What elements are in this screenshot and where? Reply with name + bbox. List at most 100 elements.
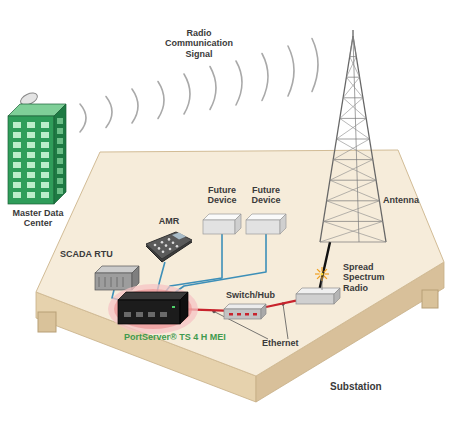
building-window	[27, 122, 35, 128]
cable-connector	[266, 301, 296, 307]
device-glow	[108, 284, 198, 334]
keypad-button	[168, 238, 171, 241]
substation-roof: SubstationAMRFuture DeviceFuture DeviceA…	[30, 140, 450, 430]
switch-port	[229, 313, 233, 316]
device-box-front	[203, 220, 235, 234]
radio-wave	[312, 39, 318, 92]
device-server-front	[118, 300, 180, 324]
keypad-button	[165, 244, 168, 247]
scada-rtu: SCADA RTU	[95, 266, 139, 290]
annotation-label: Radio Communication Signal	[163, 28, 235, 59]
tower-brace	[337, 139, 373, 160]
building-window	[27, 172, 35, 178]
keypad-button	[158, 247, 161, 250]
tower-brace	[327, 200, 380, 201]
rtu-vent	[99, 277, 100, 287]
tower-brace	[340, 118, 370, 139]
rtu-box-top	[95, 266, 139, 273]
tower-brace	[330, 160, 373, 181]
node-label: Future Device	[242, 185, 290, 206]
keypad-top	[146, 232, 192, 259]
keypad-button	[176, 245, 179, 248]
building-window	[57, 148, 63, 154]
rtu-vent	[105, 277, 106, 287]
node-label: Master Data Center	[2, 208, 74, 229]
device-port	[136, 312, 143, 317]
switch-port	[237, 313, 241, 316]
node-label: Spread Spectrum Radio	[343, 262, 391, 293]
device-port	[124, 312, 131, 317]
building-window	[13, 162, 21, 168]
keypad-button	[161, 241, 164, 244]
building-window	[57, 118, 63, 124]
tower-brace	[340, 118, 366, 119]
switch-hub: Switch/Hub	[224, 304, 266, 319]
radio-wave	[80, 104, 86, 132]
rtu-box-front	[95, 273, 132, 290]
tower-brace	[330, 180, 380, 201]
building-window	[27, 182, 35, 188]
building-window	[41, 162, 49, 168]
building-window	[41, 192, 49, 198]
tower-brace	[343, 77, 360, 98]
radio-wave	[132, 89, 138, 123]
signal-sparkle	[321, 267, 322, 272]
building-window	[41, 182, 49, 188]
radio-box-front	[296, 294, 334, 304]
spread-spectrum-radio-shape	[296, 288, 340, 304]
building-front	[8, 116, 54, 204]
tower-brace	[323, 221, 382, 222]
device-port	[160, 312, 167, 317]
tower-brace	[343, 97, 363, 98]
device-box-side	[235, 214, 241, 234]
device-server-top	[118, 292, 188, 300]
tower-brace	[327, 201, 383, 222]
device-box-side	[280, 214, 286, 234]
switch-hub-shape	[224, 304, 266, 319]
signal-sparkle	[324, 276, 327, 279]
radio-box-side	[334, 288, 340, 304]
building-window	[41, 142, 49, 148]
tower-brace	[350, 36, 353, 57]
switch-box-side	[261, 304, 266, 319]
signal-sparkle	[317, 269, 320, 272]
building-window	[27, 192, 35, 198]
cable-connector	[165, 234, 222, 292]
cable-connector	[157, 262, 165, 292]
radio-wave	[236, 61, 242, 105]
amr-meter: AMR	[146, 232, 192, 262]
signal-sparkle	[325, 273, 330, 274]
switch-port	[253, 313, 257, 316]
future-device: Future Device	[246, 214, 286, 234]
device-led	[172, 306, 175, 308]
building-window	[27, 132, 35, 138]
roof-side-box	[422, 290, 438, 308]
building-window	[27, 162, 35, 168]
building-window	[27, 142, 35, 148]
building-window	[13, 132, 21, 138]
tower-brace	[353, 36, 356, 57]
tower-brace	[340, 98, 363, 119]
building-window	[57, 138, 63, 144]
building-window	[13, 142, 21, 148]
tower-brace	[337, 139, 370, 140]
device-box-front	[246, 220, 280, 234]
tower-brace	[320, 221, 383, 242]
cable-connector	[112, 290, 118, 299]
tower-brace	[320, 242, 386, 243]
building-window	[13, 172, 21, 178]
building-body	[8, 104, 66, 204]
cable-connector	[176, 234, 266, 292]
data-center-building-shape	[8, 92, 66, 204]
node-label: PortServer® TS 4 H MEI	[124, 332, 264, 342]
tower-brace	[323, 221, 386, 242]
roof-side-box	[38, 312, 56, 332]
building-window	[13, 192, 21, 198]
annotation-label: Ethernet	[262, 338, 312, 348]
radio-wave	[210, 67, 216, 110]
device-server-shape	[118, 292, 188, 324]
building-window	[57, 168, 63, 174]
node-label: Future Device	[198, 185, 246, 206]
tower-brace	[333, 160, 376, 181]
